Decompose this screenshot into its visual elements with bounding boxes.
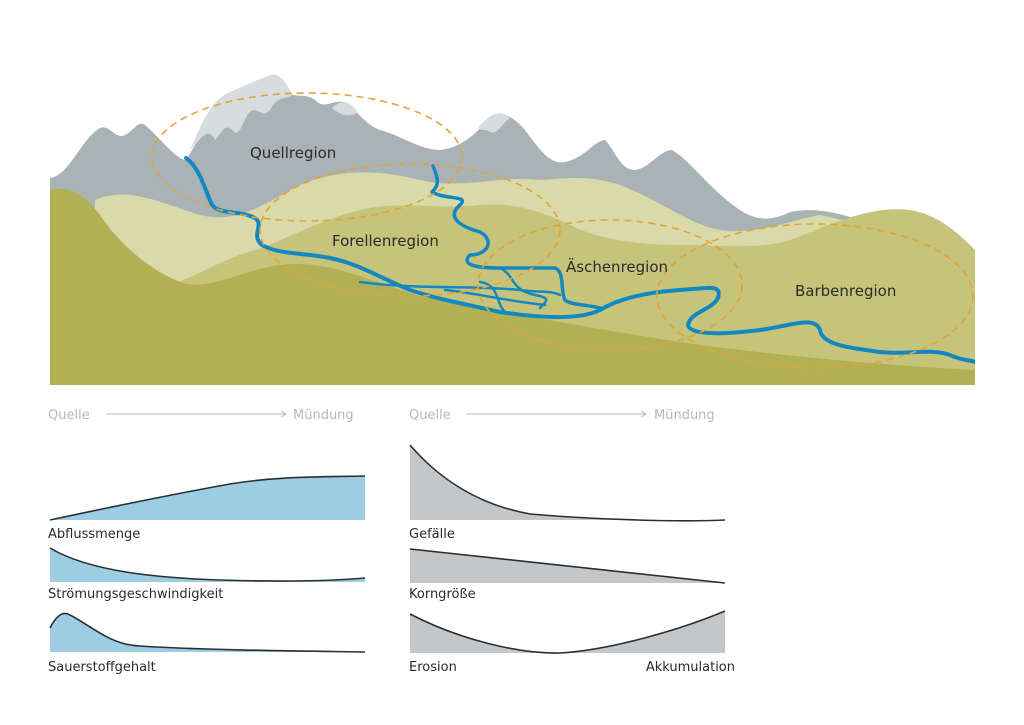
river-main [184,156,975,364]
profile-curve [49,547,366,582]
front-hills [50,188,975,385]
profile-label: Akkumulation [646,660,735,675]
region-label-forellen: Forellenregion [332,232,439,250]
river-tributary [430,164,602,310]
profile-sauerstoffgehalt: Sauerstoffgehalt [48,612,366,675]
snow-caps [190,74,510,150]
region-label-barben: Barbenregion [795,282,896,300]
profile-curve [50,613,365,652]
quellregion-outline [151,92,463,222]
region-label-quell: Quellregion [250,144,336,162]
profile-curve [49,612,366,653]
profile-curve [50,476,365,520]
profile-abflussmenge: Abflussmenge [48,475,366,542]
profile-label: Strömungsgeschwindigkeit [48,587,223,602]
forellenregion-outline [259,163,561,297]
axis-start-label: Quelle [48,408,90,423]
profile-stroemungsgeschwindigkeit: Strömungsgeschwindigkeit [48,547,366,602]
arrow-right-icon [280,410,287,418]
profile-label: Sauerstoffgehalt [48,660,156,675]
axis-end-label: Mündung [293,408,354,423]
barbenregion-outline [656,223,974,369]
profile-korngroesse: Korngröße [409,548,726,602]
landscape [50,74,975,385]
axis-start-label: Quelle [409,408,451,423]
region-label-aeschen: Äschenregion [566,257,668,276]
profile-curve [409,548,726,584]
profile-gefaelle: Gefälle [409,444,726,542]
arrow-right-icon [640,410,647,418]
aeschenregion-outline [477,219,743,351]
profile-label: Korngröße [409,587,476,602]
axis-end-label: Mündung [654,408,715,423]
profile-label: Erosion [409,660,457,675]
profile-curve [409,610,726,654]
profile-label: Abflussmenge [48,527,140,542]
profile-curve [410,445,725,521]
profile-curve [49,475,366,521]
axis-right: Quelle Mündung [409,408,715,423]
profile-curve [50,548,365,582]
profile-curve [409,444,726,522]
axis-left: Quelle Mündung [48,408,354,423]
profile-erosion-akkumulation: Erosion Akkumulation [409,610,735,675]
profile-label: Gefälle [409,527,455,542]
river-braids [358,266,562,314]
profile-curve [410,611,725,654]
